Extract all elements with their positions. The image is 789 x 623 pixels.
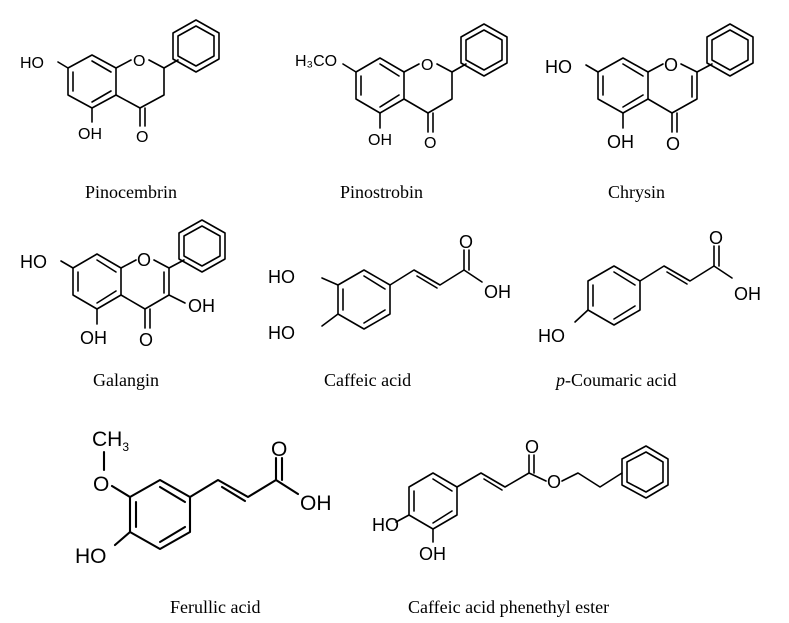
caffeic-acid-structure: HO HO O OH Caffeic acid [268, 232, 511, 390]
galangin-ring-o-label: O [137, 250, 151, 270]
p-coumaric-acid-structure: HO O OH p-Coumaric acid [538, 228, 761, 390]
pinostrobin-ring-o-label: O [421, 57, 433, 74]
cape-oh-3-label: OH [419, 544, 446, 564]
pinostrobin-oh-label: OH [368, 132, 392, 149]
p-italic-prefix: p [554, 370, 565, 390]
ferullic-ho-label: HO [75, 545, 107, 568]
galangin-caption: Galangin [93, 370, 159, 390]
chrysin-keto-o-label: O [666, 134, 680, 154]
coumaric-acid-oh-label: OH [734, 284, 761, 304]
pinostrobin-structure: H₃CO O OH O Pinostrobin [295, 23, 508, 202]
cape-structure: HO OH O O Caffeic acid phenethyl ester [372, 437, 669, 617]
coumaric-acid-o-label: O [709, 228, 723, 248]
galangin-ho-label: HO [20, 252, 47, 272]
caffeic-acid-o-label: O [459, 232, 473, 252]
galangin-keto-o-label: O [139, 330, 153, 350]
pinocembrin-ring-o-label: O [133, 53, 145, 70]
cape-caption: Caffeic acid phenethyl ester [408, 597, 609, 617]
chrysin-ho-label: HO [545, 57, 572, 77]
pinostrobin-h3co-label: H₃CO [295, 53, 337, 70]
coumaric-name-rest: -Coumaric acid [565, 370, 676, 390]
ferullic-acid-o-label: O [271, 438, 287, 461]
caffeic-acid-oh-label: OH [484, 282, 511, 302]
galangin-oh-3-label: OH [188, 296, 215, 316]
ferullic-acid-caption: Ferullic acid [170, 597, 260, 617]
caffeic-ho-3-label: HO [268, 267, 295, 287]
caffeic-ho-4-label: HO [268, 323, 295, 343]
pinocembrin-keto-o-label: O [136, 129, 148, 146]
chrysin-caption: Chrysin [608, 182, 665, 202]
pinocembrin-structure: HO O OH O Pinocembrin [20, 19, 220, 202]
pinostrobin-keto-o-label: O [424, 135, 436, 152]
ferullic-acid-oh-label: OH [300, 492, 332, 515]
galangin-oh-5-label: OH [80, 328, 107, 348]
chrysin-ring-o-label: O [664, 55, 678, 75]
ferullic-subscript-3: 3 [122, 440, 129, 454]
ferullic-ether-o-label: O [93, 473, 109, 496]
ferullic-ch-text: CH [92, 428, 122, 451]
chrysin-oh-label: OH [607, 132, 634, 152]
caffeic-acid-caption: Caffeic acid [324, 370, 411, 390]
pinocembrin-ho-label: HO [20, 55, 44, 72]
chrysin-structure: HO O OH O Chrysin [545, 23, 754, 202]
pinocembrin-caption: Pinocembrin [85, 182, 177, 202]
p-coumaric-acid-caption: p-Coumaric acid [554, 370, 676, 390]
pinostrobin-caption: Pinostrobin [340, 182, 423, 202]
cape-carbonyl-o-label: O [525, 437, 539, 457]
cape-ho-4-label: HO [372, 515, 399, 535]
pinocembrin-oh-label: OH [78, 126, 102, 143]
coumaric-ho-label: HO [538, 326, 565, 346]
ferullic-acid-structure: CH3 O HO O OH Ferullic acid [75, 428, 332, 617]
cape-ester-o-label: O [547, 472, 561, 492]
ferullic-ch3-label: CH3 [92, 428, 129, 454]
galangin-structure: HO O OH OH O Galangin [20, 219, 226, 390]
